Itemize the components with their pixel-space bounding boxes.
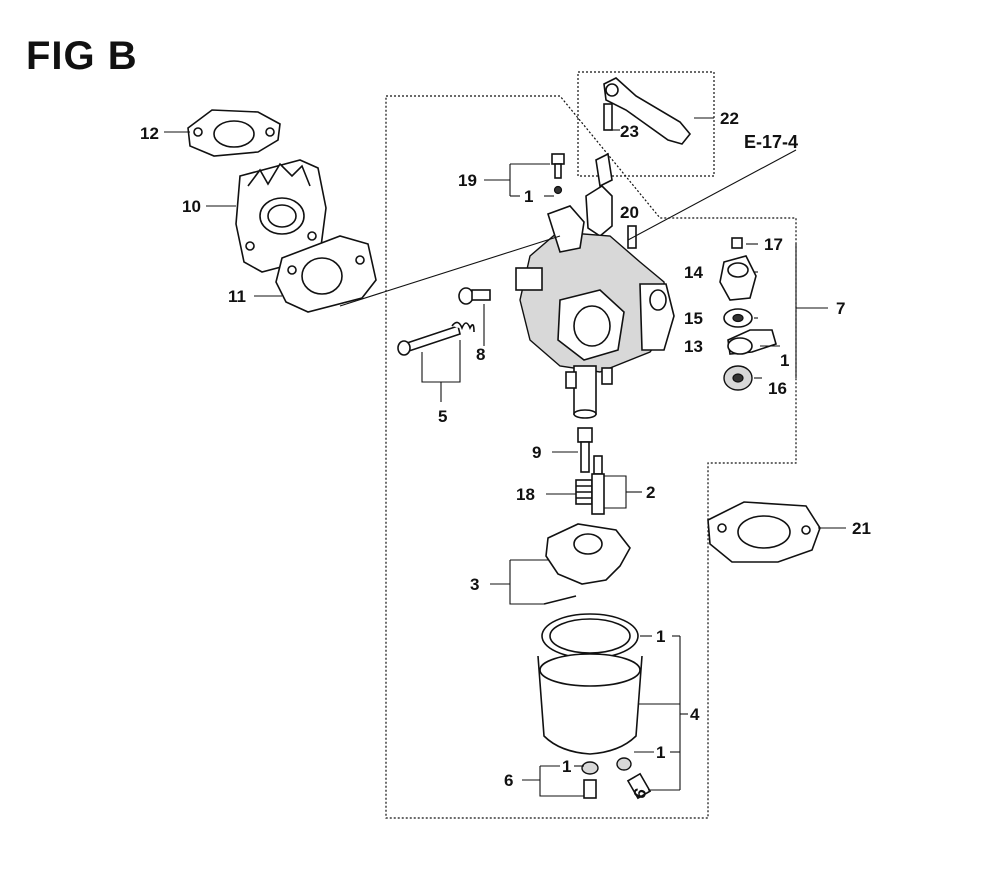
needle-set-2[interactable]	[591, 455, 605, 515]
callout-1-right: 1	[780, 351, 789, 370]
spring-18[interactable]	[575, 479, 593, 505]
callout-2: 2	[646, 483, 655, 502]
nut-16[interactable]	[723, 365, 753, 391]
callout-20: 20	[620, 203, 639, 222]
callout-3: 3	[470, 575, 479, 594]
gasket-11[interactable]	[275, 235, 377, 313]
callout-13: 13	[684, 337, 703, 356]
callout-11: 11	[228, 287, 246, 306]
callout-10: 10	[182, 197, 201, 216]
callout-14: 14	[684, 263, 703, 282]
float-bowl-4[interactable]	[537, 613, 643, 755]
callout-15: 15	[684, 309, 703, 328]
pilot-screw-5[interactable]	[397, 321, 475, 356]
washer-15[interactable]	[723, 308, 753, 328]
callout-labels: 12 10 11 22 23 E-17-4 19 1 20 17 14 7 15…	[140, 109, 871, 801]
screw-19[interactable]	[551, 153, 565, 195]
insulator-10[interactable]	[235, 159, 327, 273]
gasket-21[interactable]	[707, 501, 821, 563]
callout-1-bowl-top: 1	[656, 627, 665, 646]
lever-13[interactable]	[727, 329, 777, 355]
float-3[interactable]	[543, 523, 631, 605]
choke-plate-20[interactable]	[585, 152, 613, 237]
callout-1-bowl-bottom: 1	[656, 743, 665, 762]
callout-1-top: 1	[524, 187, 533, 206]
carburetor-assembly-frame	[385, 95, 797, 819]
callout-17: 17	[764, 235, 783, 254]
callout-23: 23	[620, 122, 639, 141]
callout-6: 6	[504, 771, 513, 790]
carburetor-body[interactable]	[515, 205, 675, 419]
screw-17[interactable]	[731, 237, 743, 249]
gasket-12[interactable]	[187, 109, 281, 157]
callout-18: 18	[516, 485, 535, 504]
callout-21: 21	[852, 519, 871, 538]
main-jet-9[interactable]	[577, 427, 593, 473]
callout-22: 22	[720, 109, 739, 128]
callout-7: 7	[836, 299, 845, 318]
screw-8[interactable]	[458, 287, 491, 305]
figure-title: FIG B	[26, 34, 138, 78]
callout-1-drain: 1	[562, 757, 571, 776]
callout-5: 5	[438, 407, 447, 426]
drain-screw-6[interactable]	[581, 757, 652, 800]
callout-19: 19	[458, 171, 477, 190]
callout-9: 9	[532, 443, 541, 462]
cap-14[interactable]	[719, 255, 757, 301]
callout-4: 4	[690, 705, 700, 724]
lever-group-frame	[577, 71, 715, 177]
leader-lines	[164, 117, 846, 797]
callout-12: 12	[140, 124, 159, 143]
callout-8: 8	[476, 345, 485, 364]
callout-16: 16	[768, 379, 787, 398]
choke-lever-22[interactable]	[603, 77, 692, 145]
callout-ref-e-17-4: E-17-4	[744, 132, 798, 152]
